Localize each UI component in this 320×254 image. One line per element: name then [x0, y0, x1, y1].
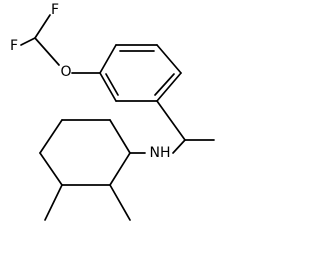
bond-ring-ch	[156, 100, 186, 141]
ring-bond	[156, 72, 182, 102]
chemical-structure-diagram: F F O NH	[10, 2, 215, 221]
ring-double-bond	[105, 73, 119, 96]
ring-double-bond	[154, 73, 175, 96]
ring-bond	[39, 152, 63, 186]
bond-c-o	[34, 37, 60, 66]
ring-bond	[99, 72, 117, 102]
cyclohexane-ring	[39, 119, 146, 221]
atom-label-oxygen: O	[60, 64, 71, 80]
difluoromethoxy-group	[20, 14, 101, 74]
ring-bond	[109, 152, 131, 186]
methyl-bond-2	[109, 184, 131, 221]
ethyl-linker	[156, 100, 215, 154]
ring-bond	[99, 44, 117, 74]
atom-label-fluorine-top: F	[51, 2, 59, 18]
bond-ch-n	[172, 139, 186, 154]
bond-cf-left	[20, 37, 36, 46]
ring-bond	[109, 119, 131, 154]
methyl-bond-3	[44, 184, 63, 221]
benzene-ring	[99, 44, 182, 102]
atom-label-fluorine-left: F	[10, 38, 18, 54]
atom-label-amine: NH	[150, 145, 171, 161]
ring-bond	[39, 119, 63, 154]
bond-cf-top	[34, 14, 51, 39]
ring-bond	[156, 44, 182, 74]
